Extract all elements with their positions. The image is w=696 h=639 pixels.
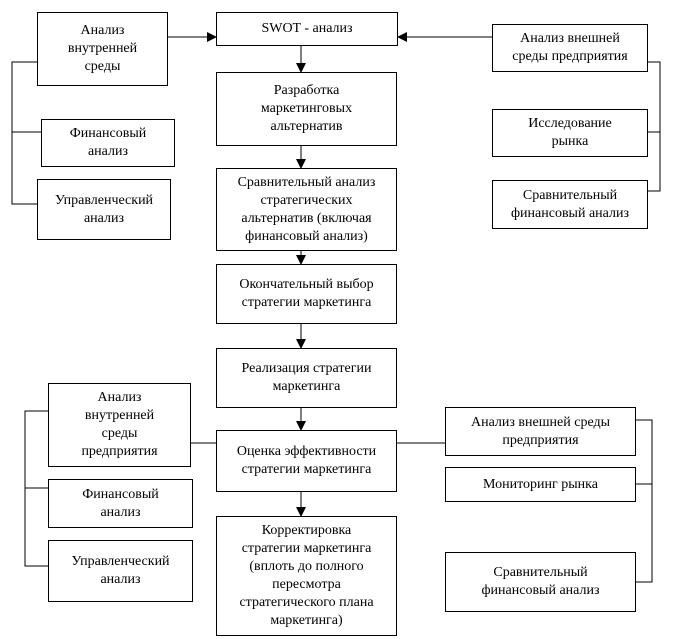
box-strategy-correction: Корректировка стратегии маркетинга (впло… xyxy=(216,516,397,636)
bracket-top-left xyxy=(11,61,37,205)
box-market-research: Исследование рынка xyxy=(492,109,648,157)
box-comparative-strategic-analysis: Сравнительный анализ стратегических альт… xyxy=(216,168,397,251)
box-final-strategy-choice: Окончательный выбор стратегии маркетинга xyxy=(216,264,397,324)
box-financial-analysis-bottom: Финансовый анализ xyxy=(48,479,193,528)
box-external-environment-analysis-top: Анализ внешней среды предприятия xyxy=(492,24,648,72)
box-internal-enterprise-environment-analysis: Анализ внутренней среды предприятия xyxy=(48,383,191,467)
box-comparative-financial-analysis-top: Сравнительный финансовый анализ xyxy=(492,180,648,229)
box-marketing-alternatives-development: Разработка маркетинговых альтернатив xyxy=(216,72,397,146)
box-financial-analysis-top: Финансовый анализ xyxy=(41,119,175,167)
box-swot-analysis: SWOT - анализ xyxy=(216,12,398,46)
box-management-analysis-top: Управленческий анализ xyxy=(37,179,171,240)
bracket-bottom-right xyxy=(636,419,653,583)
box-market-monitoring: Мониторинг рынка xyxy=(445,467,636,502)
box-external-enterprise-environment-analysis: Анализ внешней среды предприятия xyxy=(445,407,636,456)
box-management-analysis-bottom: Управленческий анализ xyxy=(48,540,193,602)
box-strategy-efficiency-evaluation: Оценка эффективности стратегии маркетинг… xyxy=(216,430,397,492)
box-strategy-implementation: Реализация стратегии маркетинга xyxy=(216,348,397,408)
box-comparative-financial-analysis-bottom: Сравнительный финансовый анализ xyxy=(445,552,636,612)
box-internal-environment-analysis: Анализ внутренней среды xyxy=(37,12,168,86)
bracket-top-right xyxy=(648,61,661,192)
